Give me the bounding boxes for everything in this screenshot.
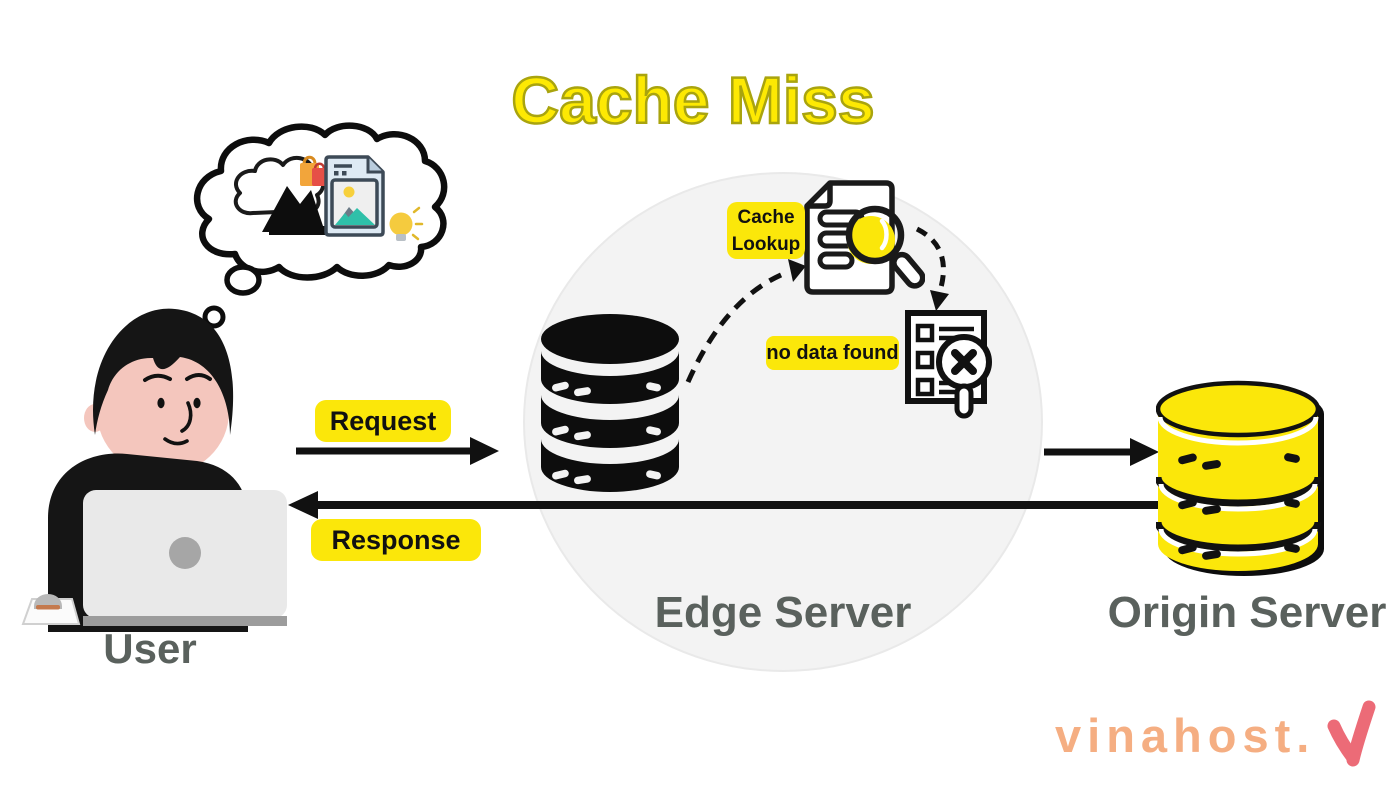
bubble-tail-small bbox=[202, 305, 226, 329]
user-hair bbox=[93, 308, 234, 435]
request-arrow-edge-to-origin bbox=[1044, 438, 1159, 466]
cache-lookup-label: Cache Lookup bbox=[727, 202, 805, 259]
document-search-icon bbox=[804, 180, 925, 295]
image-document-icon bbox=[324, 155, 385, 237]
thought-bubble-icon bbox=[193, 122, 448, 329]
request-label: Request bbox=[315, 400, 451, 442]
mountain-icon bbox=[262, 186, 325, 235]
origin-server-label: Origin Server bbox=[1107, 588, 1387, 637]
vinahost-v-logo bbox=[1327, 700, 1376, 767]
edge-database-dashes bbox=[552, 381, 661, 485]
response-label: Response bbox=[311, 519, 481, 561]
shopping-bags-icon bbox=[300, 155, 327, 186]
mouse-icon bbox=[21, 594, 81, 625]
cache-lookup-line1: Cache bbox=[737, 206, 795, 228]
watermark: vinahost. bbox=[1050, 700, 1390, 782]
origin-database-icon bbox=[1156, 380, 1324, 576]
edge-database-icon bbox=[541, 314, 679, 492]
no-data-found-label: no data found bbox=[766, 336, 899, 370]
cache-lookup-line2: Lookup bbox=[731, 233, 801, 255]
origin-database-dashes bbox=[1178, 453, 1300, 560]
vinahost-wordmark: vinahost. bbox=[1055, 709, 1316, 762]
edge-server-label: Edge Server bbox=[654, 588, 912, 637]
user-label: User bbox=[103, 625, 197, 672]
diagram-title: Cache Miss bbox=[510, 62, 876, 139]
user-at-laptop-illustration bbox=[21, 308, 287, 632]
laptop-icon bbox=[83, 490, 287, 626]
bubble-tail-medium bbox=[224, 264, 262, 296]
lightbulb-icon bbox=[389, 206, 424, 241]
x-mark-icon bbox=[951, 349, 977, 375]
checklist-error-icon bbox=[905, 310, 992, 419]
